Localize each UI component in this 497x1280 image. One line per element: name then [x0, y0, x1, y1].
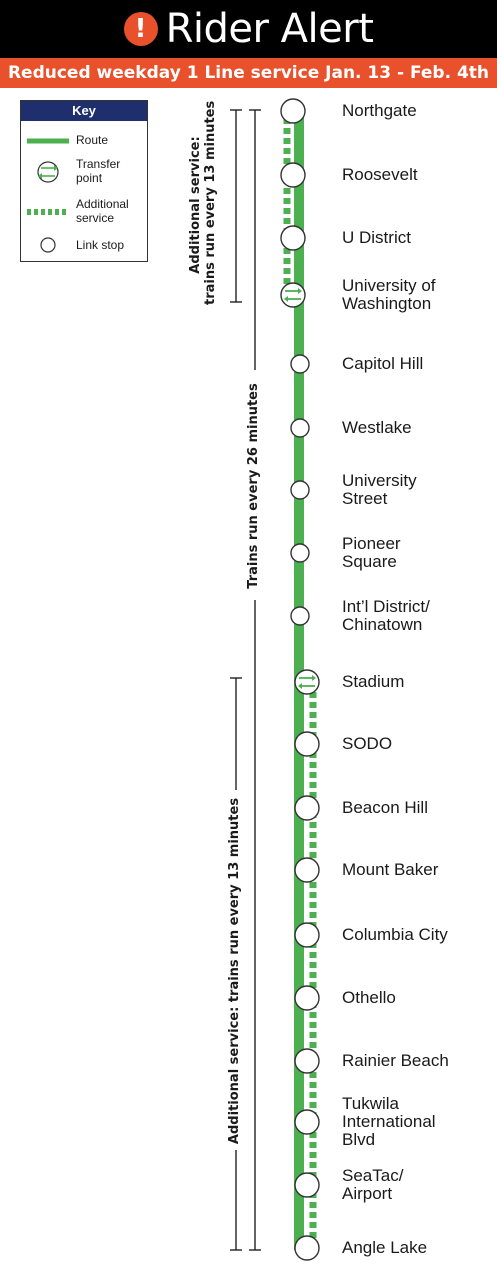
north-additional-bracket: [230, 109, 242, 303]
link-stop-icon: [290, 543, 310, 563]
station-label: U District: [342, 229, 411, 247]
north-additional-label-line2: trains run every 13 minutes: [203, 100, 218, 305]
link-stop-icon: [280, 225, 306, 251]
exclamation-icon: !: [123, 12, 158, 46]
key-link-stop-label: Link stop: [76, 238, 125, 252]
station-label: Roosevelt: [342, 166, 418, 184]
link-stop-icon: [294, 1172, 320, 1198]
station-label: Mount Baker: [342, 861, 438, 879]
station-name-line: Stadium: [342, 672, 405, 691]
link-stop-icon: [294, 985, 320, 1011]
key-additional-label-1: Additional: [76, 197, 129, 211]
main-service-bracket: [249, 109, 261, 1251]
alert-header: ! Rider Alert: [0, 0, 497, 58]
station-label: Stadium: [342, 673, 404, 691]
station-name-line: Westlake: [342, 418, 412, 437]
station-name-line: Othello: [342, 988, 396, 1007]
station-name-line: Chinatown: [342, 615, 423, 634]
key-additional-label-2: service: [76, 211, 115, 225]
north-additional-label: Additional service: trains run every 13 …: [188, 100, 222, 305]
station-name-line: Mount Baker: [342, 860, 439, 879]
station-name-line: Rainier Beach: [342, 1051, 449, 1070]
link-stop-icon: [290, 606, 310, 626]
station-name-line: Beacon Hill: [342, 798, 428, 817]
link-stop-icon: [40, 237, 56, 253]
station-label: Othello: [342, 989, 396, 1007]
station-name-line: Airport: [342, 1184, 393, 1203]
station-label: Columbia City: [342, 926, 448, 944]
station-name-line: Street: [342, 489, 388, 508]
station-name-line: Capitol Hill: [342, 354, 424, 373]
page-title: Rider Alert: [165, 6, 374, 52]
station-name-line: International: [342, 1112, 436, 1131]
key-title: Key: [21, 101, 147, 121]
link-stop-icon: [294, 1109, 320, 1135]
station-name-line: Square: [342, 552, 397, 571]
station-label: SODO: [342, 735, 392, 753]
key-symbols: [27, 138, 69, 253]
link-stop-icon: [290, 418, 310, 438]
south-additional-label: Additional service: trains run every 13 …: [227, 797, 242, 1145]
map-key: Key Route Transfer point Additional serv…: [20, 100, 148, 262]
station-name-line: Washington: [342, 294, 432, 313]
station-label: Rainier Beach: [342, 1052, 449, 1070]
north-additional-label-line1: Additional service:: [188, 136, 203, 274]
station-name-line: Int’l District/: [342, 597, 430, 616]
link-stop-icon: [290, 480, 310, 500]
main-service-label: Trains run every 26 minutes: [246, 383, 261, 589]
station-label: Capitol Hill: [342, 355, 423, 373]
station-label: Beacon Hill: [342, 799, 428, 817]
link-stop-icon: [294, 1048, 320, 1074]
link-stop-icon: [294, 795, 320, 821]
link-stop-icon: [280, 98, 306, 124]
station-name-line: Blvd: [342, 1130, 376, 1149]
transfer-point-icon: [280, 282, 306, 308]
key-transfer-label-1: Transfer: [76, 157, 121, 171]
station-name-line: Tukwila: [342, 1094, 399, 1113]
station-name-line: University of: [342, 276, 436, 295]
station-name-line: Angle Lake: [342, 1238, 428, 1257]
station-name-line: University: [342, 471, 417, 490]
station-name-line: SODO: [342, 734, 393, 753]
station-name-line: U District: [342, 228, 411, 247]
station-label: Int’l District/Chinatown: [342, 598, 430, 634]
station-name-line: Roosevelt: [342, 165, 418, 184]
link-stop-icon: [294, 731, 320, 757]
station-label: Westlake: [342, 419, 412, 437]
link-stop-icon: [280, 162, 306, 188]
service-banner: Reduced weekday 1 Line service Jan. 13 -…: [0, 58, 497, 88]
transfer-point-icon: [37, 161, 59, 183]
station-label: Angle Lake: [342, 1239, 427, 1257]
link-stop-icon: [294, 922, 320, 948]
link-stop-icon: [290, 354, 310, 374]
key-route-label: Route: [76, 133, 109, 147]
key-transfer-label-2: point: [76, 171, 103, 185]
station-name-line: Northgate: [342, 101, 417, 120]
south-additional-bracket: [230, 677, 242, 1251]
station-label: Northgate: [342, 102, 417, 120]
station-name-line: Columbia City: [342, 925, 448, 944]
station-name-line: Pioneer: [342, 534, 401, 553]
station-label: SeaTac/Airport: [342, 1167, 403, 1203]
link-stop-icon: [294, 1235, 320, 1261]
transfer-point-icon: [294, 669, 320, 695]
link-stop-icon: [294, 857, 320, 883]
station-name-line: SeaTac/: [342, 1166, 404, 1185]
